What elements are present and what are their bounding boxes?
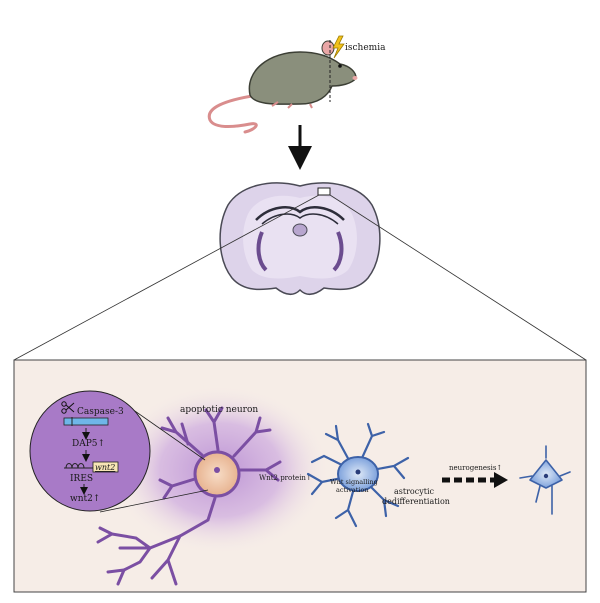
neurogenesis-label: neurogenesis↑ <box>449 464 502 472</box>
new-neuron-nucleus <box>543 473 549 479</box>
mouse-tail <box>207 93 260 134</box>
neuron-nucleus <box>214 467 220 473</box>
left-ventricle <box>256 231 268 272</box>
mouse-body <box>248 51 357 105</box>
inset-connector-bottom <box>99 489 209 513</box>
brain-coronal-section <box>219 182 381 295</box>
ischemia-label: ischemia <box>345 43 386 53</box>
wnt-signalling-label-2: activation <box>336 486 369 494</box>
astrocytic-label: astrocytic <box>394 487 435 496</box>
mouse-ear <box>321 40 335 56</box>
wnt2-protein-label: Wnt2 protein↑ <box>259 474 312 482</box>
wnt2-gene-label: wnt2 <box>95 463 115 472</box>
ires-label: IRES <box>70 474 93 484</box>
corpus-callosum <box>255 206 345 221</box>
caspase-label: Caspase-3 <box>77 407 124 417</box>
zoom-line-left <box>13 194 320 361</box>
new-neuron <box>519 445 571 515</box>
inset-circle <box>29 390 151 512</box>
cortex-inner <box>243 195 357 279</box>
mouse: ischemia <box>207 35 386 134</box>
mouse-nose <box>352 76 358 80</box>
mouse-feet <box>271 101 313 109</box>
mouse-eye <box>338 64 342 68</box>
apoptotic-neuron-label: apoptotic neuron <box>180 405 258 415</box>
right-ventricle <box>332 231 344 272</box>
neurogenesis-arrow <box>442 472 508 488</box>
dedifferentiation-label: dedifferentiation <box>382 497 450 506</box>
wnt2-gene-box <box>92 461 119 473</box>
neuron-soma <box>193 450 241 498</box>
scissors-icon <box>61 401 75 414</box>
lesion-box <box>317 187 331 196</box>
lightning-icon <box>332 35 345 59</box>
mrna-loops <box>65 463 92 469</box>
wnt-signalling-label-1: Wnt signalling <box>330 478 378 486</box>
wnt2-level-label: wnt2↑ <box>70 494 100 504</box>
zoom-line-right <box>329 194 587 361</box>
corpus-callosum-2 <box>261 213 339 225</box>
dna-bar <box>63 417 109 426</box>
hippocampus <box>292 223 308 237</box>
apoptotic-neuron <box>96 406 282 586</box>
astrocyte-nucleus <box>355 469 361 475</box>
astrocyte <box>306 422 410 528</box>
dap5-label: DAP5↑ <box>72 439 105 449</box>
